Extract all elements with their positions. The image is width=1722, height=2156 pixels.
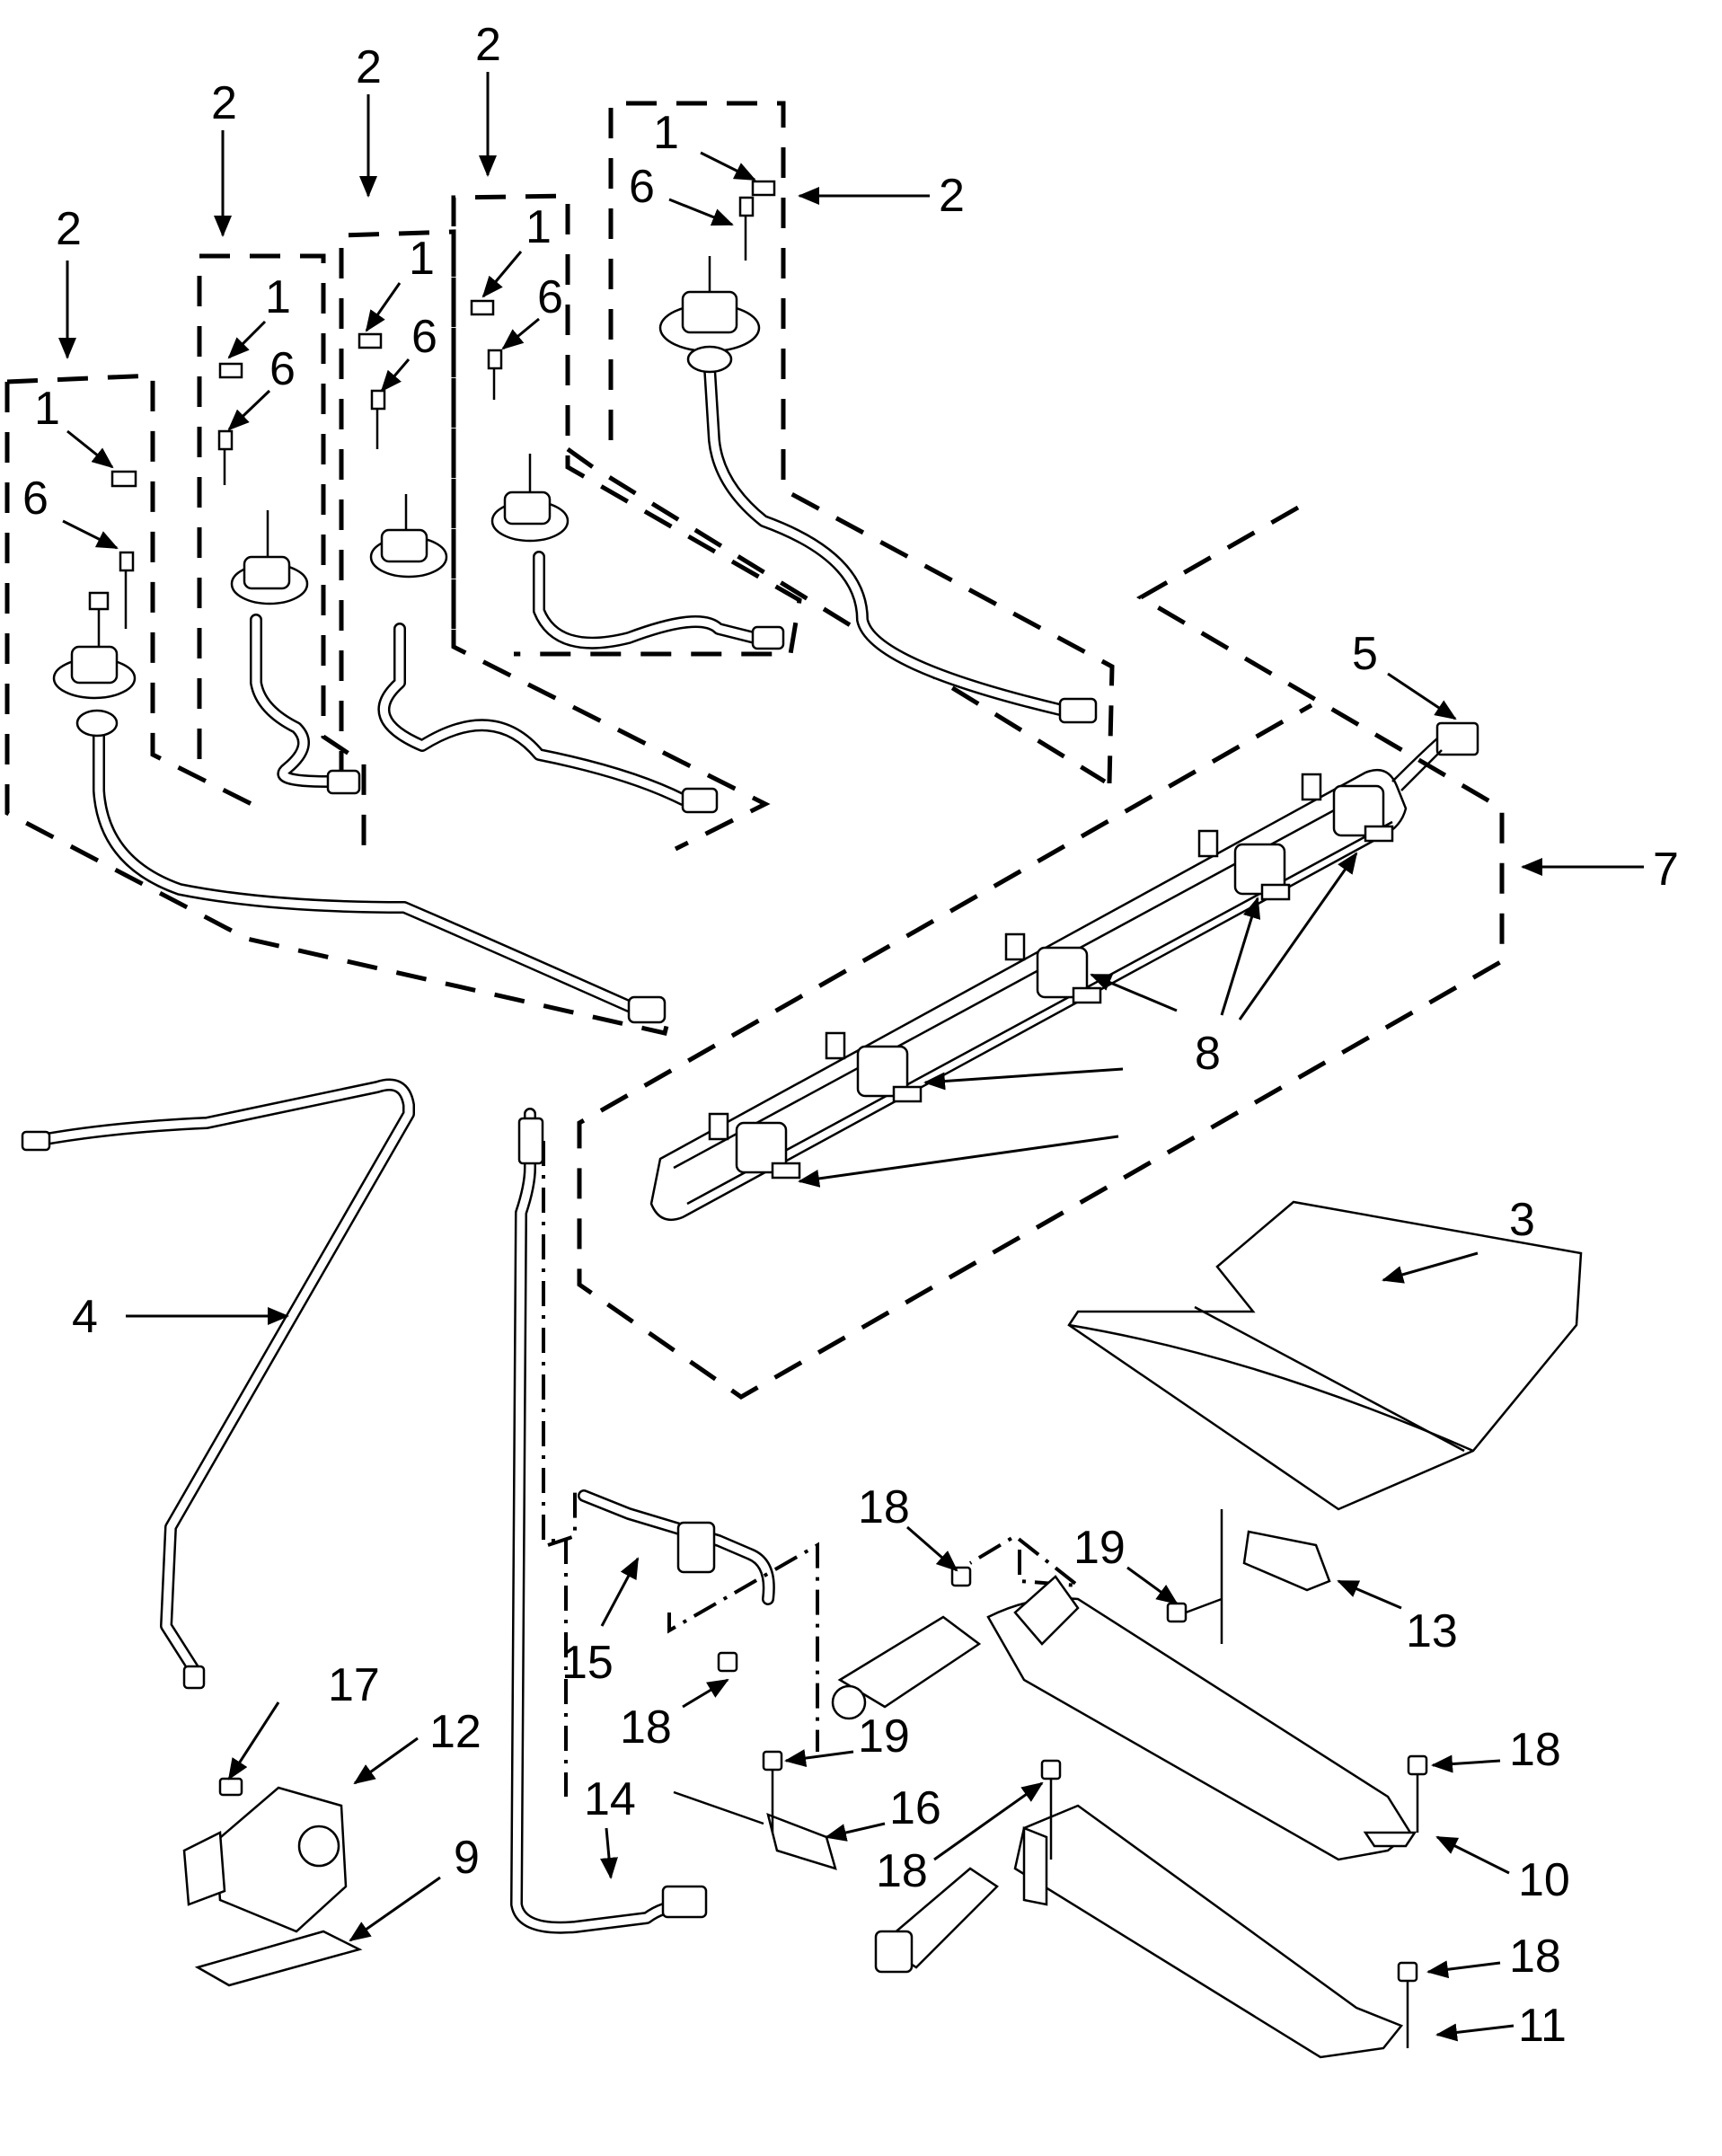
oven-burner [874,1804,1404,2059]
callout-4: 4 [72,1291,98,1343]
clips-and-electrodes [110,180,776,629]
callout-1a: 1 [34,383,60,435]
elbow-tube [547,1489,1084,1752]
callout-17: 17 [328,1659,380,1711]
manifold-assembly [649,721,1479,1222]
callout-6c: 6 [411,311,437,363]
callout-3: 3 [1509,1194,1535,1246]
callout-12: 12 [429,1706,481,1758]
callout-9: 9 [454,1832,480,1884]
callout-18c: 18 [876,1845,928,1897]
callout-2d: 2 [475,19,501,71]
callout-8: 8 [1195,1028,1221,1080]
callout-2e: 2 [939,170,965,222]
callout-13: 13 [1406,1605,1458,1657]
screws [717,1566,1428,2048]
callout-6d: 6 [537,271,563,323]
callout-1d: 1 [525,201,552,253]
callout-labels: 2 2 2 2 2 2 1 1 1 1 1 6 6 6 6 6 5 7 8 3 … [22,19,1679,2052]
outline-burner-4 [451,193,802,657]
callout-16: 16 [889,1782,941,1834]
callout-2c: 2 [356,41,382,93]
burner-base-1 [52,591,667,1024]
broil-burner [831,1575,1417,1861]
outline-burner-5 [608,101,1115,784]
valve-2 [825,1031,923,1103]
outline-burner-5-inner [566,446,1107,784]
callout-19a: 19 [1073,1522,1126,1574]
valve-5 [1301,773,1394,843]
outline-burner-3 [339,229,771,852]
valve-4 [1197,829,1291,901]
supply-tube [21,1078,415,1690]
callout-1e: 1 [653,107,679,159]
callout-18e: 18 [1509,1931,1561,1983]
callout-15: 15 [561,1637,614,1689]
callout-1c: 1 [409,233,435,285]
heat-deflector [1067,1200,1583,1511]
callout-14: 14 [584,1773,636,1825]
callout-2a: 2 [56,203,82,255]
gas-regulator [182,1777,363,1987]
callout-18b: 18 [620,1701,672,1754]
outline-burner-1-top [6,373,253,807]
callout-10: 10 [1518,1854,1570,1906]
callout-5: 5 [1352,628,1378,680]
callout-11: 11 [1518,2000,1567,2052]
igniter [1220,1509,1331,1644]
callout-6e: 6 [629,161,655,213]
leader-lines [58,72,1644,2042]
valve-1 [708,1112,801,1180]
dashed-outlines [4,101,1505,1400]
burner-base-3 [369,494,719,814]
valve-3 [1004,932,1102,1004]
callout-7: 7 [1653,844,1679,896]
callout-6a: 6 [22,473,49,525]
burner-base-5 [658,256,1098,724]
callout-19b: 19 [858,1710,910,1763]
igniter-bracket [673,1790,837,1870]
callout-18a: 18 [858,1481,910,1533]
callout-1b: 1 [265,271,291,323]
outline-burner-2 [197,253,366,858]
gas-tube [510,1108,708,1934]
burner-base-4 [490,454,785,650]
callout-2b: 2 [211,77,237,129]
callout-18d: 18 [1509,1724,1561,1776]
outline-burner-1 [4,382,672,1036]
burner-base-2 [230,510,361,795]
callout-6b: 6 [269,343,296,395]
